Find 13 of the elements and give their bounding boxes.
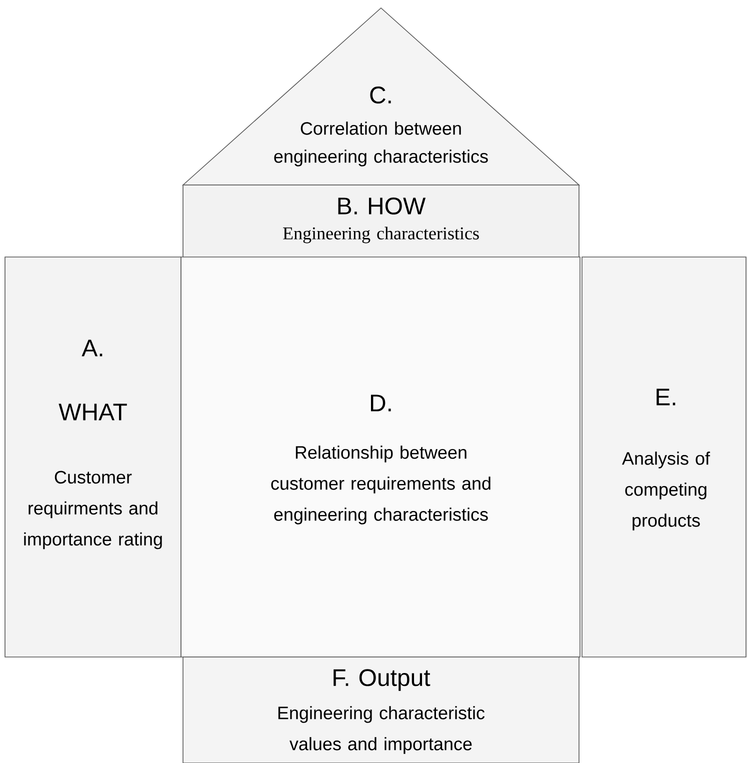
section-description: Customer requirments and importance rating [24, 470, 162, 550]
section-heading: B. HOW [338, 198, 426, 214]
section-description: Engineering characteristics [283, 226, 479, 244]
section-heading: WHAT [58, 404, 127, 420]
section-heading: A. [82, 340, 102, 356]
section-description: Engineering characteristic values and importance [278, 706, 485, 754]
section-heading: E. [656, 388, 676, 406]
section-description: Correlation between engineering characteristics [274, 122, 488, 166]
section-description: Analysis of competing products [622, 452, 710, 530]
section-heading: F. Output [334, 669, 430, 691]
section-heading: D. [370, 394, 391, 412]
section-description: Relationship between customer requirements and engineering characteristics [271, 446, 490, 524]
section-heading: C. [370, 86, 391, 104]
